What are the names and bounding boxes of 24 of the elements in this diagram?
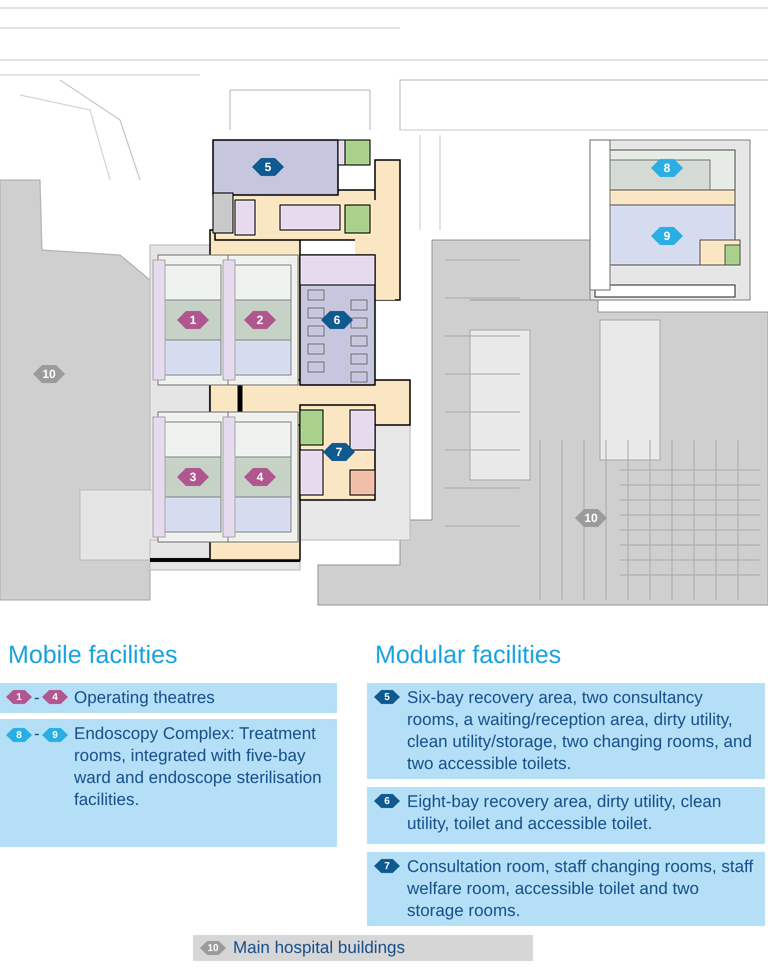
- key-panel: [367, 683, 765, 779]
- number-badge: 9: [42, 728, 68, 742]
- section-heading: Modular facilities: [375, 640, 562, 670]
- key-description: Consultation room, staff changing rooms, staff welfare room, accessible toilet and two storage rooms.: [407, 856, 754, 922]
- number-badge: 10: [200, 941, 226, 955]
- section-heading: Mobile facilities: [8, 640, 178, 670]
- key-panel: [367, 852, 765, 926]
- key-description: Operating theatres: [74, 687, 216, 709]
- number-badge: 5: [374, 690, 400, 704]
- key-description: Main hospital buildings: [233, 937, 406, 959]
- number-badge: 7: [374, 859, 400, 873]
- key-description: Endoscopy Complex: Treatment rooms, integrated with five-bay ward and endoscope sterilisation facilities.: [74, 723, 323, 811]
- number-badge: 6: [374, 794, 400, 808]
- number-badge: 1: [6, 690, 32, 704]
- range-dash: -: [34, 723, 40, 745]
- key-description: Eight-bay recovery area, dirty utility, clean utility, toilet and accessible toilet.: [407, 791, 722, 835]
- number-badge: 8: [6, 728, 32, 742]
- key-panel: [0, 719, 337, 847]
- key-panel: [0, 683, 337, 713]
- key-description: Six-bay recovery area, two consultancy rooms, a waiting/reception area, dirty utility, clean utility/storage, two changing rooms, and two accessible toilets.: [407, 687, 753, 775]
- key-panel: [367, 787, 765, 844]
- range-dash: -: [34, 687, 40, 709]
- key-panel: [193, 935, 533, 961]
- number-badge: 4: [42, 690, 68, 704]
